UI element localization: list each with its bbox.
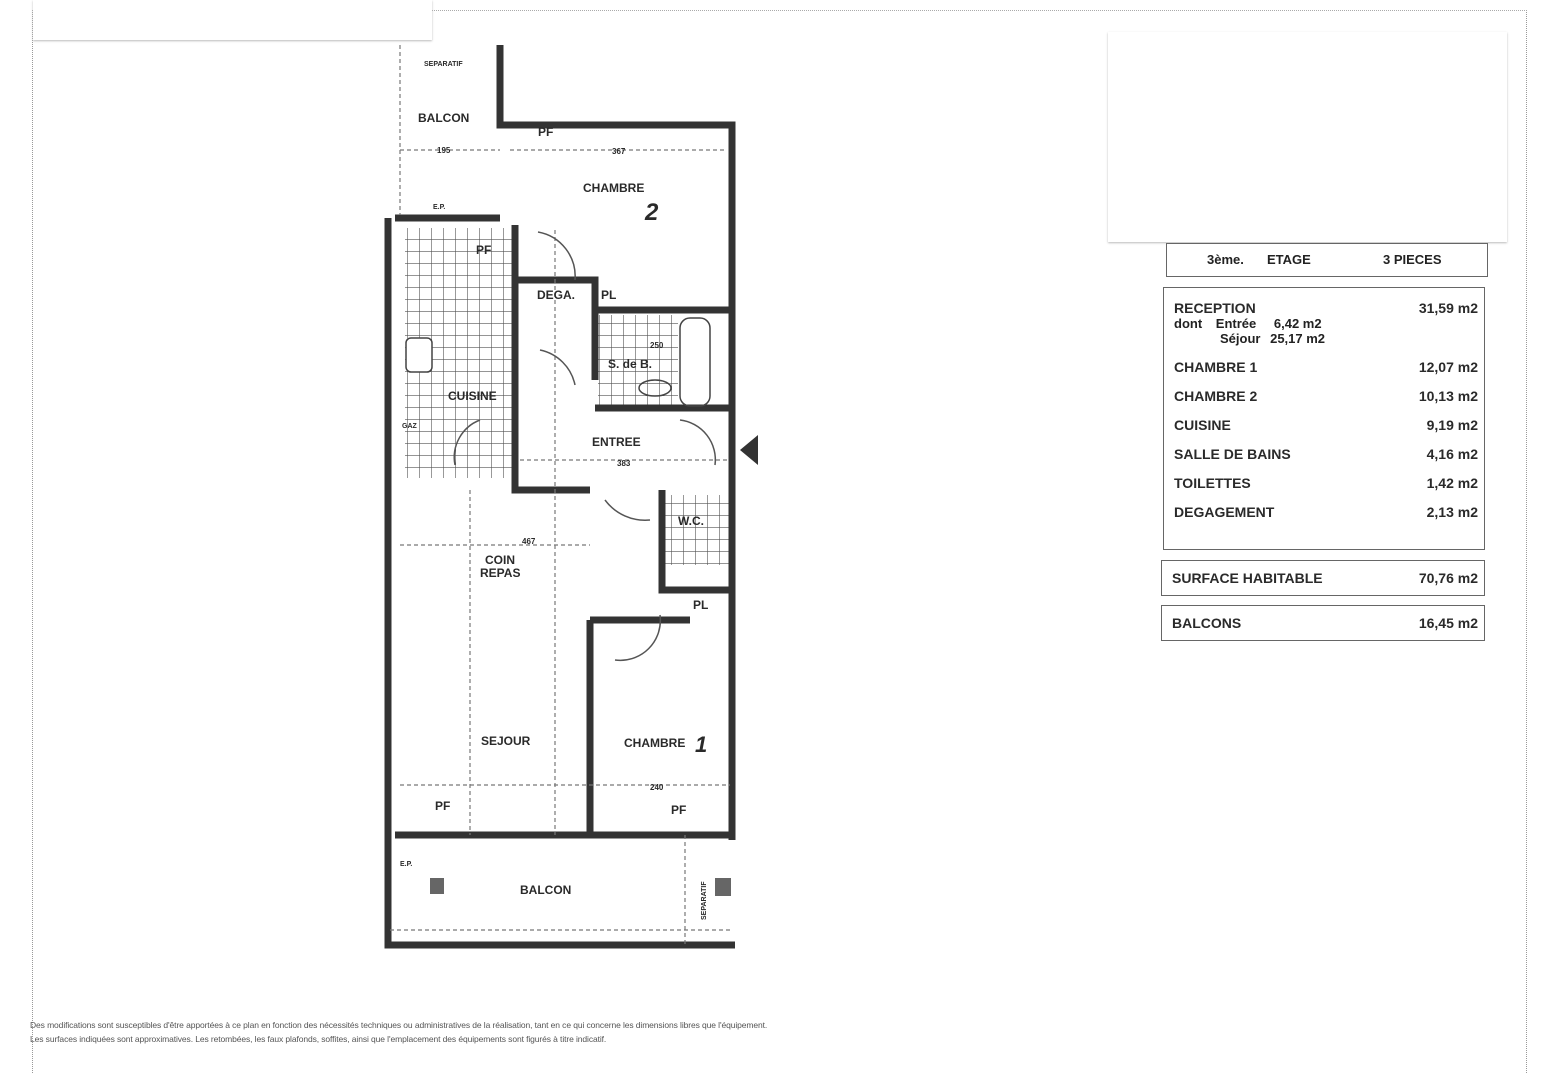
bathtub-icon <box>679 317 711 407</box>
walls <box>384 45 736 949</box>
surface-habitable-box: SURFACE HABITABLE 70,76 m2 <box>1161 560 1485 596</box>
label-chambre-1-number: 1 <box>695 732 707 757</box>
surface-label: BALCONS <box>1172 615 1242 631</box>
blank-box-top-right <box>1108 32 1507 242</box>
entree-label: Entrée <box>1215 316 1257 331</box>
surface-value: 31,59 m2 <box>1418 300 1478 316</box>
sejour-value: 25,17 m2 <box>1270 331 1326 346</box>
surface-label: CUISINE <box>1174 417 1231 433</box>
surface-label: DEGAGEMENT <box>1174 504 1275 520</box>
label-pf: PF <box>476 243 491 257</box>
dim-sdb-width: 250 <box>650 341 664 350</box>
reception-detail-sejour: Séjour 25,17 m2 <box>1220 331 1325 346</box>
surface-label: CHAMBRE 2 <box>1174 388 1258 404</box>
dim-chambre-2-width: 367 <box>612 147 626 156</box>
pillar <box>715 878 731 896</box>
surface-row: TOILETTES 1,42 m2 <box>1174 475 1478 491</box>
label-balcon-top: BALCON <box>418 111 469 125</box>
dim-balcon-width: 195 <box>437 146 451 155</box>
reception-detail-entree: dont Entrée 6,42 m2 <box>1174 316 1322 331</box>
label-separatif-bottom: SEPARATIF <box>701 881 708 920</box>
floor-label: ETAGE <box>1267 252 1311 267</box>
surface-row-total: SURFACE HABITABLE 70,76 m2 <box>1172 570 1478 586</box>
label-dega: DEGA. <box>537 288 575 302</box>
sink-icon <box>638 379 672 397</box>
dim-sejour-width: 467 <box>522 537 536 546</box>
footer-disclaimer-2: Les surfaces indiquées sont approximativ… <box>30 1034 607 1044</box>
entrance-arrow-icon <box>740 435 758 465</box>
surface-row: CUISINE 9,19 m2 <box>1174 417 1478 433</box>
label-sdb: S. de B. <box>608 357 652 371</box>
dont-label: dont <box>1174 316 1203 331</box>
label-coin-repas-2: REPAS <box>480 566 520 580</box>
floor-number: 3ème. <box>1207 252 1244 267</box>
label-chambre-2-number: 2 <box>644 199 659 226</box>
surface-value: 10,13 m2 <box>1418 388 1478 404</box>
label-pl: PL <box>693 598 708 612</box>
label-ep-top: E.P. <box>433 204 445 211</box>
blank-box-top-left <box>33 0 432 40</box>
label-pl: PL <box>601 288 616 302</box>
surface-label: RECEPTION <box>1174 300 1256 316</box>
dim-chambre-1-width: 240 <box>650 783 664 792</box>
label-wc: W.C. <box>678 514 704 528</box>
surface-value: 70,76 m2 <box>1418 570 1478 586</box>
label-chambre-1: CHAMBRE <box>624 736 685 750</box>
surface-value: 2,13 m2 <box>1426 504 1478 520</box>
label-balcon-bottom: BALCON <box>520 883 571 897</box>
surfaces-table: RECEPTION 31,59 m2 dont Entrée 6,42 m2 S… <box>1163 287 1485 550</box>
page-border <box>32 10 1527 1073</box>
dimension-lines <box>390 45 730 945</box>
surface-row: SALLE DE BAINS 4,16 m2 <box>1174 446 1478 462</box>
surface-row: DEGAGEMENT 2,13 m2 <box>1174 504 1478 520</box>
surface-label: SURFACE HABITABLE <box>1172 570 1323 586</box>
balcons-box: BALCONS 16,45 m2 <box>1161 605 1485 641</box>
door-swings <box>453 231 717 662</box>
label-pf: PF <box>435 799 450 813</box>
rooms-count: 3 PIECES <box>1383 252 1442 267</box>
surface-label: TOILETTES <box>1174 475 1251 491</box>
surface-value: 1,42 m2 <box>1426 475 1478 491</box>
label-ep-bottom: E.P. <box>400 861 412 868</box>
surface-row: CHAMBRE 1 12,07 m2 <box>1174 359 1478 375</box>
surface-row-balcons: BALCONS 16,45 m2 <box>1172 615 1478 631</box>
floor-info-header: 3ème. ETAGE 3 PIECES <box>1166 243 1488 277</box>
label-chambre-2: CHAMBRE <box>583 181 644 195</box>
dim-entree-width: 383 <box>617 459 631 468</box>
label-pf: PF <box>538 125 553 139</box>
label-cuisine: CUISINE <box>448 389 497 403</box>
surface-value: 4,16 m2 <box>1426 446 1478 462</box>
surface-value: 16,45 m2 <box>1418 615 1478 631</box>
surface-row-reception: RECEPTION 31,59 m2 <box>1174 300 1478 316</box>
footer-disclaimer-1: Des modifications sont susceptibles d'êt… <box>30 1020 768 1030</box>
tiled-floors <box>405 228 730 565</box>
label-coin-repas: COIN <box>485 553 515 567</box>
surface-label: CHAMBRE 1 <box>1174 359 1258 375</box>
label-gaz: GAZ <box>402 423 418 430</box>
label-sejour: SEJOUR <box>481 734 531 748</box>
entree-value: 6,42 m2 <box>1273 316 1322 331</box>
kitchen-sink-icon <box>405 337 433 373</box>
label-pf: PF <box>671 803 686 817</box>
label-separatif-top: SEPARATIF <box>424 61 463 68</box>
sejour-label: Séjour <box>1220 331 1261 346</box>
label-entree: ENTREE <box>592 435 641 449</box>
surface-value: 12,07 m2 <box>1418 359 1478 375</box>
surface-row: CHAMBRE 2 10,13 m2 <box>1174 388 1478 404</box>
surface-value: 9,19 m2 <box>1426 417 1478 433</box>
surface-label: SALLE DE BAINS <box>1174 446 1291 462</box>
pillar <box>430 878 444 894</box>
